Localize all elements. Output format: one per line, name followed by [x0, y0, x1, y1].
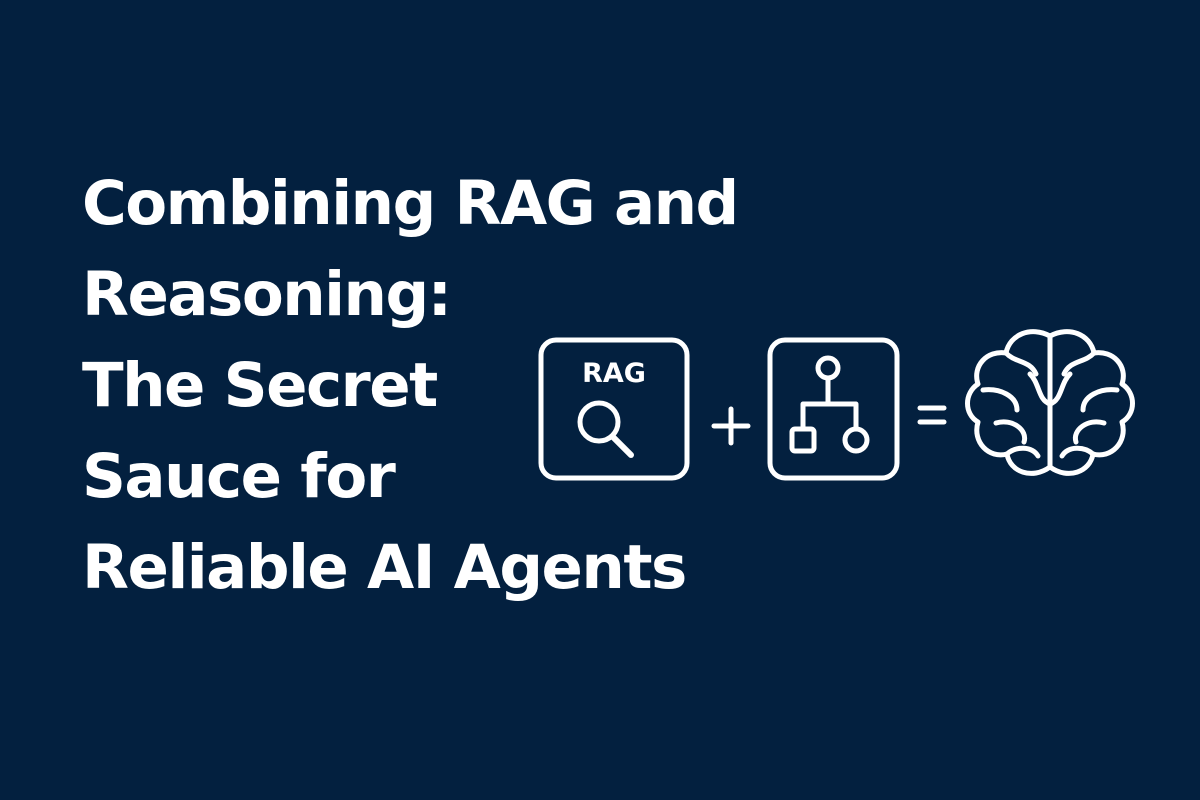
title-line-4: Sauce for: [82, 441, 396, 512]
equals-icon: [917, 405, 947, 425]
title-line-1: Combining RAG and: [82, 168, 739, 239]
plus-icon: [711, 406, 751, 446]
rag-label: RAG: [582, 358, 646, 389]
rag-plus-reasoning-diagram: RAG: [520, 318, 1160, 498]
flowchart-icon: [789, 355, 870, 454]
title-line-2: Reasoning:: [82, 259, 452, 330]
brain-icon: [965, 329, 1135, 476]
rag-box: RAG: [538, 337, 690, 481]
title-line-3: The Secret: [82, 350, 438, 421]
magnifying-glass-icon: [577, 400, 634, 458]
slide-title: Combining RAG and Reasoning: The Secret …: [82, 158, 739, 613]
reasoning-box: [767, 337, 900, 481]
title-line-5: Reliable AI Agents: [82, 532, 687, 603]
diagram-graphic: RAG: [538, 329, 1135, 481]
